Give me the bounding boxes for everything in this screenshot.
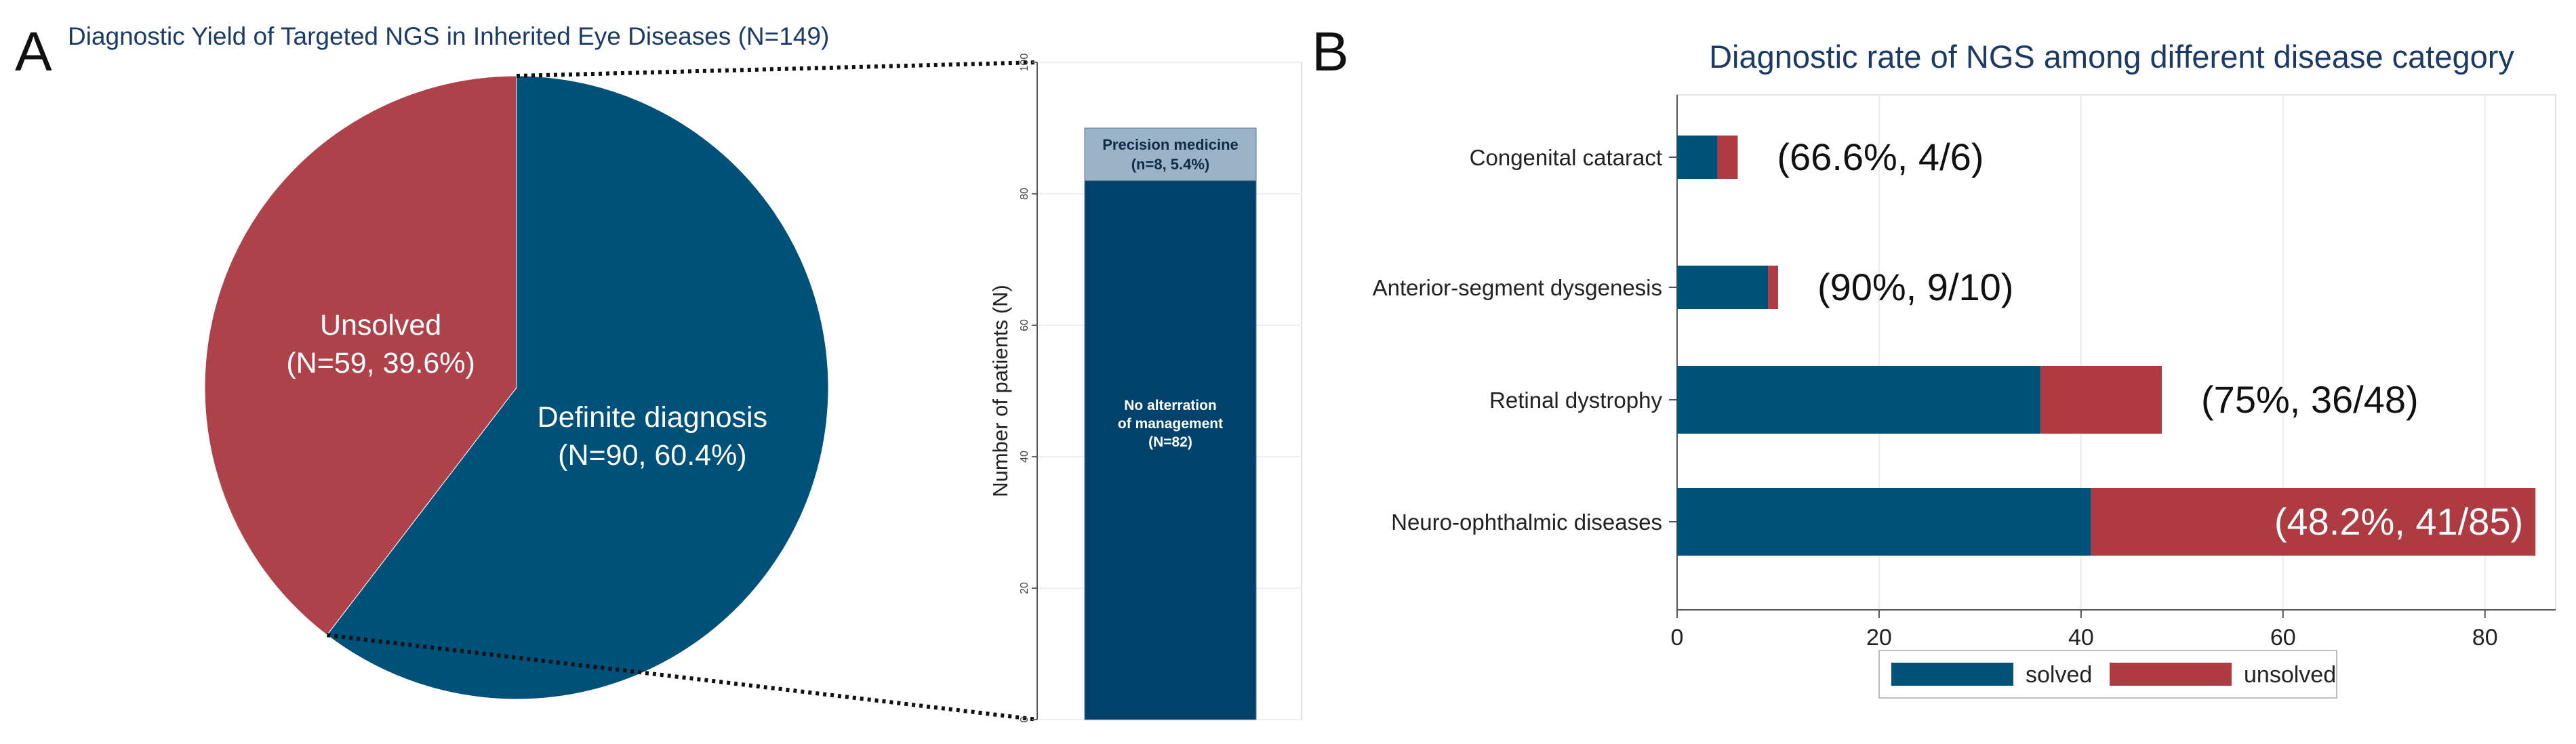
category-label: Retinal dystrophy [1489,388,1662,413]
bar-unsolved [2040,366,2162,434]
panel-b-letter: B [1312,21,1349,83]
bar-solved [1677,266,1769,309]
stacked-bar-segment-label: (N=82) [1148,434,1192,450]
stacked-bar-y-tick-label: 20 [1019,582,1030,594]
stacked-bar-segment-label: of management [1118,416,1223,432]
stacked-bar-segment [1084,180,1257,720]
bar-unsolved [2091,488,2536,556]
legend: solved unsolved [1878,650,2337,699]
x-tick-label: 20 [1866,625,1892,650]
bar-annotation: (90%, 9/10) [1817,266,2014,308]
bar-annotation: (75%, 36/48) [2201,378,2419,421]
pie-slice-unsolved [204,75,517,636]
legend-swatch-solved [1891,663,2013,686]
stacked-bar-segment-label: Precision medicine [1102,136,1239,153]
bar-annotation: (66.6%, 4/6) [1777,136,1984,178]
panel-b-title: Diagnostic rate of NGS among different d… [1709,39,2514,75]
pie-detail: (N=90, 60.4%) [558,439,746,472]
x-tick-label: 0 [1671,625,1684,650]
stacked-bar-y-tick-label: 60 [1019,319,1030,331]
legend-swatch-unsolved [2110,663,2232,686]
legend-label-solved: solved [2026,662,2092,688]
stacked-bar-segment [1084,127,1257,182]
pie-chart: Definite diagnosis (N=90, 60.4%) Unsolved (… [204,75,829,700]
panel-a-title: Diagnostic Yield of Targeted NGS in Inhe… [68,22,829,50]
stacked-bar-chart: Number of patients (N) 0 20 40 60 80 100 No al… [988,54,1302,722]
stacked-bar-y-tick-label: 80 [1019,188,1030,200]
bar-solved [1677,488,2091,556]
stacked-bar-y-tick-label: 40 [1019,451,1030,463]
legend-label-unsolved: unsolved [2244,662,2336,688]
bar-unsolved [1768,266,1778,309]
pie-label: Definite diagnosis [538,401,767,434]
stacked-bar-y-axis-label: Number of patients (N) [988,285,1012,497]
pie-detail: (N=59, 39.6%) [286,347,475,379]
category-label: Neuro-ophthalmic diseases [1391,510,1662,535]
stacked-bar-segment-label: No alterration [1124,398,1217,413]
horizontal-bar-chart: 0 20 40 60 80 Congenital cataract (66.6%, 4/6)… [1373,94,2556,650]
x-tick-label: 40 [2068,625,2094,650]
x-tick-label: 60 [2270,625,2296,650]
pie-slice-definite-diagnosis [326,75,829,700]
bar-unsolved [1717,136,1738,179]
x-tick-label: 80 [2472,625,2498,650]
stacked-bar-y-tick-label: 100 [1019,54,1030,72]
category-label: Anterior-segment dysgenesis [1373,275,1662,300]
category-label: Congenital cataract [1470,145,1662,170]
bar-annotation: (48.2%, 41/85) [2274,500,2523,543]
bar-solved [1677,136,1718,179]
stacked-bar-segment-label: (n=8, 5.4%) [1131,156,1210,173]
pie-label: Unsolved [320,309,441,342]
zoom-line-top [516,60,1038,78]
bar-solved [1677,366,2041,434]
stacked-bar-y-tick-label: 0 [1019,716,1030,722]
panel-a-letter: A [15,21,52,83]
zoom-connector [326,60,1038,722]
